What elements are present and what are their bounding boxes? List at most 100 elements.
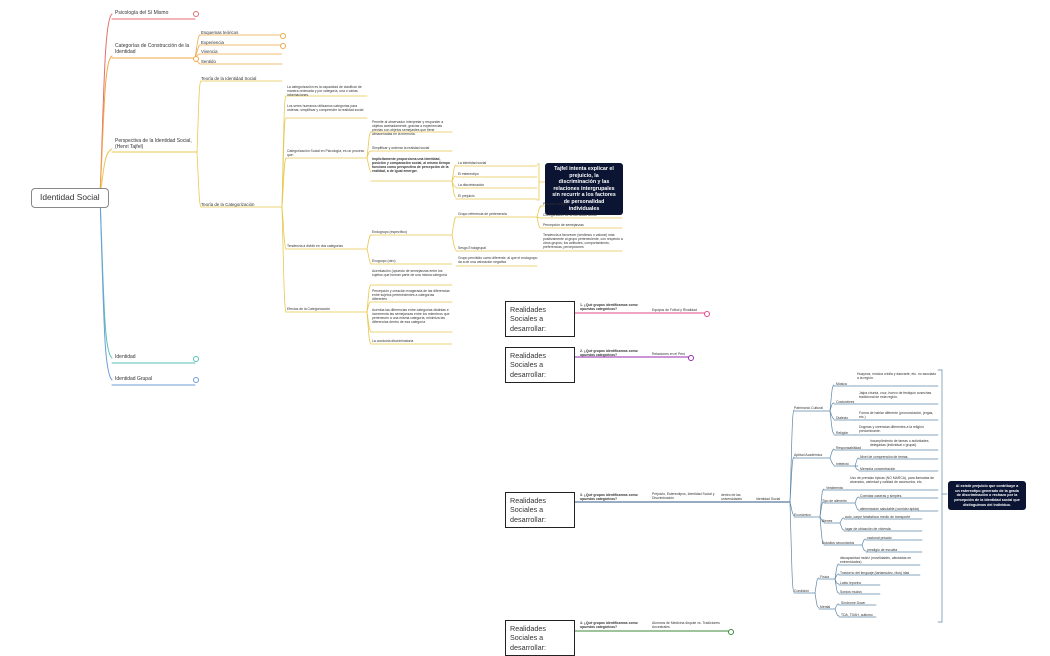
branch-psicologia[interactable]: Psicología del Sí Mismo xyxy=(115,10,169,16)
collapse-dot[interactable] xyxy=(193,11,199,17)
case-box-3[interactable]: Realidades Sociales a desarrollar: xyxy=(505,492,575,529)
estudios-2[interactable]: prestigio de escuela xyxy=(867,548,898,552)
case-box-2[interactable]: Realidades Sociales a desarrollar: xyxy=(505,347,575,384)
sesgo-endogrupal-node[interactable]: Sesgo Endogrupal xyxy=(458,246,486,250)
vestimenta-node[interactable]: Vestimenta xyxy=(826,486,843,490)
fisica-2[interactable]: Trastorno del lenguaje (tartamudez, rito… xyxy=(840,571,910,575)
religion-node[interactable]: Religión xyxy=(836,431,849,435)
percepcion-node[interactable]: Percepción de semejanzas xyxy=(543,223,584,227)
collapse-dot[interactable] xyxy=(193,377,199,383)
categorizacion-social-node[interactable]: Categorización Social en Psicología, es … xyxy=(287,149,365,158)
fisica-4[interactable]: Sordos mudos xyxy=(840,590,862,594)
efecto-1[interactable]: Acentuación (opuesto de semejanzas entre… xyxy=(372,269,447,278)
musica-desc[interactable]: Huaynos, música criolla y danzarte, etc.… xyxy=(857,372,937,381)
tipo-alimento-node[interactable]: Tipo de alimento xyxy=(822,499,847,503)
cat-def-1[interactable]: La categorización es la capacidad de cla… xyxy=(287,85,362,98)
mental-1[interactable]: Síndrome Down xyxy=(841,601,866,605)
case-question-2[interactable]: 2. ¿Qué grupos identificamos como opuest… xyxy=(580,349,638,358)
conclusion-callout[interactable]: Al existir prejuicio que contribuye a un… xyxy=(948,481,1026,511)
cs3-child[interactable]: La discriminación xyxy=(458,183,485,187)
religion-desc[interactable]: Dogmas y creencias diferentes a la relig… xyxy=(859,425,924,434)
intelecto-1[interactable]: Nivel de comprensión de temas. xyxy=(860,455,909,459)
case-dentro-3[interactable]: dentro de las universidades xyxy=(721,493,742,502)
categorias-item[interactable]: Vivencia xyxy=(201,49,218,54)
categorias-item[interactable]: Sentido xyxy=(201,59,216,64)
intelecto-2[interactable]: Memoria concentración xyxy=(860,467,896,471)
collapse-dot[interactable] xyxy=(280,33,286,39)
responsabilidad-node[interactable]: Responsabilidad xyxy=(836,446,862,450)
vestimenta-desc[interactable]: Uso de prendas típicas (NO MARCA), para … xyxy=(850,476,935,485)
mental-2[interactable]: TDA, TDAH, autismo xyxy=(841,613,873,617)
efecto-2[interactable]: Percepción y creación exagerada de las d… xyxy=(372,289,450,302)
efecto-3[interactable]: Acentúa las diferencias entre categorías… xyxy=(372,308,450,325)
case-question-4[interactable]: 4. ¿Qué grupos identificamos como opuest… xyxy=(580,621,638,630)
intelecto-node[interactable]: Intelecto xyxy=(836,462,849,466)
case-answer-2[interactable]: Relaciones en el Perú xyxy=(652,352,686,356)
branch-identidad[interactable]: Identidad xyxy=(115,354,136,360)
patrimonio-node[interactable]: Patrimonio Cultural xyxy=(794,406,823,410)
teoria-categorizacion-node[interactable]: Teoría de la Categorización xyxy=(201,202,255,207)
branch-identidad-grupal[interactable]: Identidad Grupal xyxy=(115,376,152,382)
aptitud-node[interactable]: Aptitud Académica xyxy=(794,453,823,457)
exogrupo-desc[interactable]: Grupo percibido como diferente, al que e… xyxy=(458,256,538,265)
case-question-1[interactable]: 1. ¿Qué grupos identificamos como opuest… xyxy=(580,303,638,312)
proceso-codigos-node[interactable]: Proceso códigos xyxy=(543,202,569,206)
tendencia-node[interactable]: Tendencia a dividir en dos categorías xyxy=(287,244,343,248)
cs3-child[interactable]: La identidad social xyxy=(458,161,487,165)
case-identidad-3[interactable]: Identidad Social xyxy=(756,497,781,501)
fisica-node[interactable]: Física xyxy=(820,575,830,579)
costumbres-node[interactable]: Costumbres xyxy=(836,400,855,404)
case-box-4[interactable]: Realidades Sociales a desarrollar: xyxy=(505,620,575,656)
cs3-child[interactable]: El estereotipo xyxy=(458,172,479,176)
branch-categorias[interactable]: Categorías de Construcción de la Identid… xyxy=(115,43,190,55)
fisica-3[interactable]: Labio leporino xyxy=(840,581,862,585)
bienes-node[interactable]: Bienes xyxy=(822,519,833,523)
case-question-3[interactable]: 3. ¿Qué grupos identificamos como opuest… xyxy=(580,493,638,502)
case-answer-3[interactable]: Prejuicio, Estereotipos, Identidad Socia… xyxy=(652,492,715,501)
estudios-node[interactable]: Estudios secundarios xyxy=(822,541,855,545)
configuracion-node[interactable]: Configuración de la identidad social xyxy=(543,213,597,217)
branch-perspectiva[interactable]: Perspectiva de la Identidad Social, (Hen… xyxy=(115,138,192,150)
cat-def-2[interactable]: Los seres humanos utilizamos categorías … xyxy=(287,104,364,113)
cs-item-1[interactable]: Permite al observador interpretar y resp… xyxy=(372,120,444,137)
teoria-identidad-node[interactable]: Teoría de la Identidad Social xyxy=(201,76,257,81)
economico-node[interactable]: Económico xyxy=(794,513,811,517)
collapse-dot[interactable] xyxy=(193,56,199,62)
tendencia-favorecer-node[interactable]: Tendencia a favorecer (sentimos o valora… xyxy=(543,233,623,250)
dialecto-desc[interactable]: Forma de hablar diferente (pronunciación… xyxy=(859,411,934,420)
endogrupo-node[interactable]: Endogrupo (específico) xyxy=(372,230,408,234)
tajfel-callout[interactable]: Tajfel intenta explicar el prejuicio, la… xyxy=(545,163,623,216)
collapse-dot[interactable] xyxy=(704,311,710,317)
collapse-dot[interactable] xyxy=(688,355,694,361)
condicion-node[interactable]: Condición xyxy=(794,589,810,593)
efectos-node[interactable]: Efectos de la Categorización xyxy=(287,307,331,311)
collapse-dot[interactable] xyxy=(280,43,286,49)
tipo-alimento-1[interactable]: Comidas caseras y simples. xyxy=(860,494,903,498)
fisica-1[interactable]: discapacidad motriz (movilidades, afecta… xyxy=(840,556,912,565)
costumbres-desc[interactable]: Jalpa chunta, cruz, huevo de festiquin c… xyxy=(859,391,932,400)
responsabilidad-desc[interactable]: Incumplimiento de tareas o actividades d… xyxy=(870,439,929,448)
collapse-dot[interactable] xyxy=(193,356,199,362)
musica-node[interactable]: Música xyxy=(836,382,847,386)
root-node[interactable]: Identidad Social xyxy=(31,188,109,208)
categorias-item[interactable]: Esquemas teóricos xyxy=(201,30,239,35)
estudios-1[interactable]: nacional privado xyxy=(867,536,892,540)
tipo-alimento-2[interactable]: alimentación saludable (comida rápida) xyxy=(860,507,919,511)
cs-item-3[interactable]: Implícitamente proporciona una identidad… xyxy=(372,157,451,174)
case-box-1[interactable]: Realidades Sociales a desarrollar: xyxy=(505,301,575,338)
grupo-referencia-node[interactable]: Grupo referencia de pertenencia xyxy=(458,212,507,216)
case-answer-4[interactable]: Alumnos de Medicina dispute vs. Tradicio… xyxy=(652,621,720,630)
collapse-dot[interactable] xyxy=(728,629,734,635)
exogrupo-node[interactable]: Exogrupo (otro) xyxy=(372,259,396,263)
mental-node[interactable]: Mental xyxy=(820,605,831,609)
cs-item-2[interactable]: Simplificar y ordenar la realidad social… xyxy=(372,146,431,150)
cs3-child[interactable]: El prejuicio xyxy=(458,194,475,198)
categorias-item[interactable]: Experiencia xyxy=(201,40,224,45)
bienes-1[interactable]: auto, carpe fantásticos medio de transpo… xyxy=(845,515,911,519)
efecto-4[interactable]: La conducta discriminatoria xyxy=(372,339,414,343)
dialecto-node[interactable]: Dialecto xyxy=(836,416,849,420)
case-answer-1[interactable]: Equipos de Fútbol y Rivalidad xyxy=(652,308,697,312)
bienes-2[interactable]: lugar de ubicación de vivienda xyxy=(845,527,891,531)
